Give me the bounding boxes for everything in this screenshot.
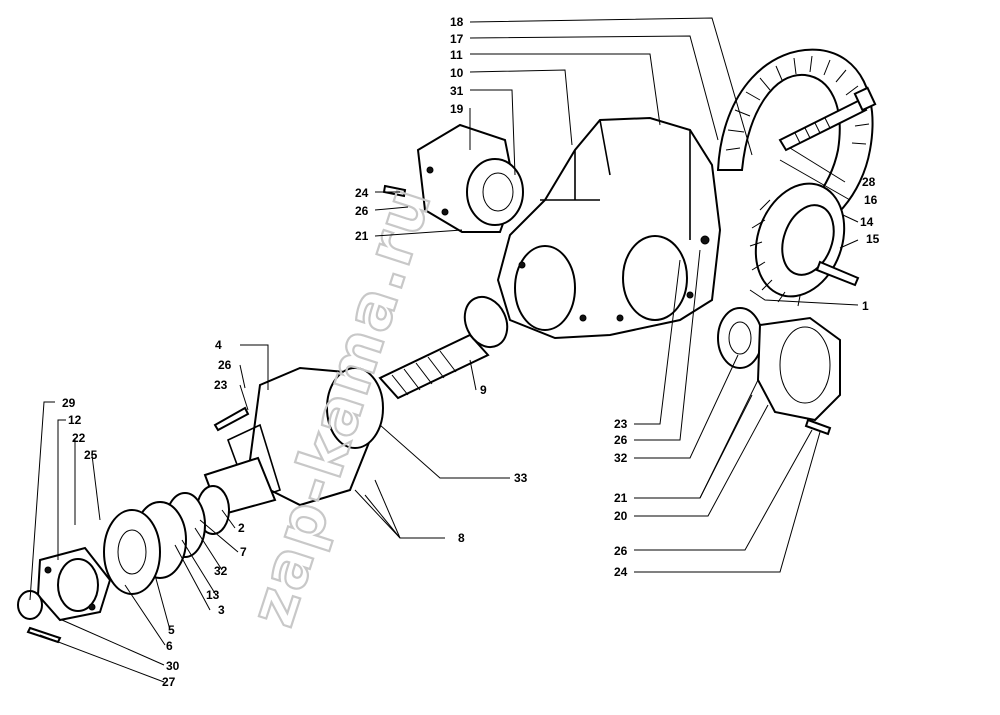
callout-26-right-lower: 26 bbox=[614, 544, 628, 558]
callout-23-left: 23 bbox=[214, 378, 228, 392]
callout-29: 29 bbox=[62, 396, 76, 410]
callout-33: 33 bbox=[514, 471, 528, 485]
callout-31: 31 bbox=[450, 84, 464, 98]
callout-32-left: 32 bbox=[214, 564, 228, 578]
callout-12: 12 bbox=[68, 413, 82, 427]
callout-3: 3 bbox=[218, 603, 225, 617]
callout-32-right: 32 bbox=[614, 451, 628, 465]
callout-27: 27 bbox=[162, 675, 176, 689]
callout-21-upper: 21 bbox=[355, 229, 369, 243]
bearing-cage-upper bbox=[416, 123, 524, 233]
callout-30: 30 bbox=[166, 659, 180, 673]
callout-17: 17 bbox=[450, 32, 464, 46]
callout-7: 7 bbox=[240, 545, 247, 559]
bolt-15 bbox=[815, 260, 860, 287]
leader-lines bbox=[29, 17, 859, 683]
drive-flange bbox=[17, 546, 112, 622]
callout-19: 19 bbox=[450, 102, 464, 116]
callout-9: 9 bbox=[480, 383, 487, 397]
callout-1: 1 bbox=[862, 299, 869, 313]
callout-11: 11 bbox=[450, 48, 463, 62]
bearing-cage-right bbox=[717, 307, 841, 422]
callout-16: 16 bbox=[864, 193, 878, 207]
callout-13: 13 bbox=[206, 588, 220, 602]
callout-labels: 18 17 11 10 31 19 24 26 21 28 16 14 15 1… bbox=[62, 15, 880, 689]
callout-24-upper: 24 bbox=[355, 186, 369, 200]
callout-25: 25 bbox=[84, 448, 98, 462]
bolt-24-right bbox=[804, 418, 832, 436]
bolt-24-upper bbox=[382, 184, 407, 198]
callout-26-right-upper: 26 bbox=[614, 433, 628, 447]
cotter-pin-27 bbox=[26, 626, 62, 644]
callout-24-right: 24 bbox=[614, 565, 628, 579]
callout-5: 5 bbox=[168, 623, 175, 637]
callout-28: 28 bbox=[862, 175, 876, 189]
callout-6: 6 bbox=[166, 639, 173, 653]
callout-2: 2 bbox=[238, 521, 245, 535]
callout-26-left: 26 bbox=[218, 358, 232, 372]
axle-housing bbox=[496, 116, 722, 340]
callout-18: 18 bbox=[450, 15, 464, 29]
callout-26-upper: 26 bbox=[355, 204, 369, 218]
callout-4: 4 bbox=[215, 338, 222, 352]
callout-22: 22 bbox=[72, 431, 86, 445]
callout-23-right: 23 bbox=[614, 417, 628, 431]
bearing-stack bbox=[103, 485, 230, 595]
bolt-28 bbox=[778, 86, 877, 152]
bolt-23-left bbox=[213, 406, 250, 432]
callout-8: 8 bbox=[458, 531, 465, 545]
callout-21-right: 21 bbox=[614, 491, 628, 505]
callout-10: 10 bbox=[450, 66, 464, 80]
callout-14: 14 bbox=[860, 215, 874, 229]
pinion-shaft bbox=[378, 295, 509, 400]
callout-15: 15 bbox=[866, 232, 880, 246]
callout-20: 20 bbox=[614, 509, 628, 523]
